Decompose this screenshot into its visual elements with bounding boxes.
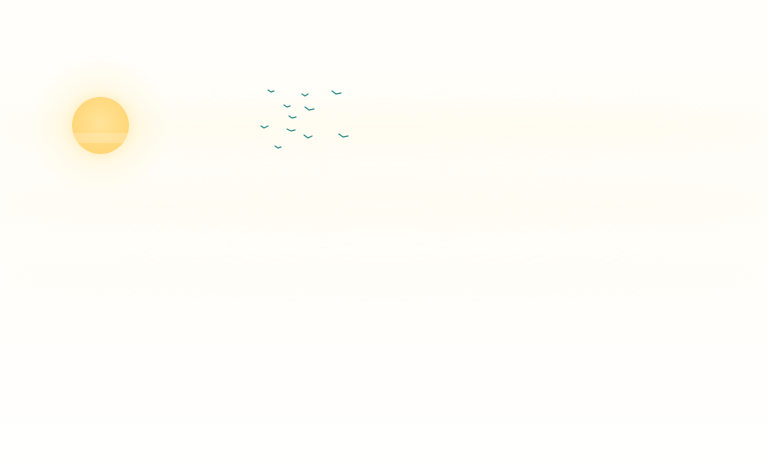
sun-icon	[72, 97, 129, 154]
haze-band	[0, 258, 768, 298]
haze-band	[0, 185, 768, 227]
bird-icon	[267, 89, 275, 93]
bird-icon	[301, 93, 309, 97]
bird-icon	[331, 90, 342, 95]
